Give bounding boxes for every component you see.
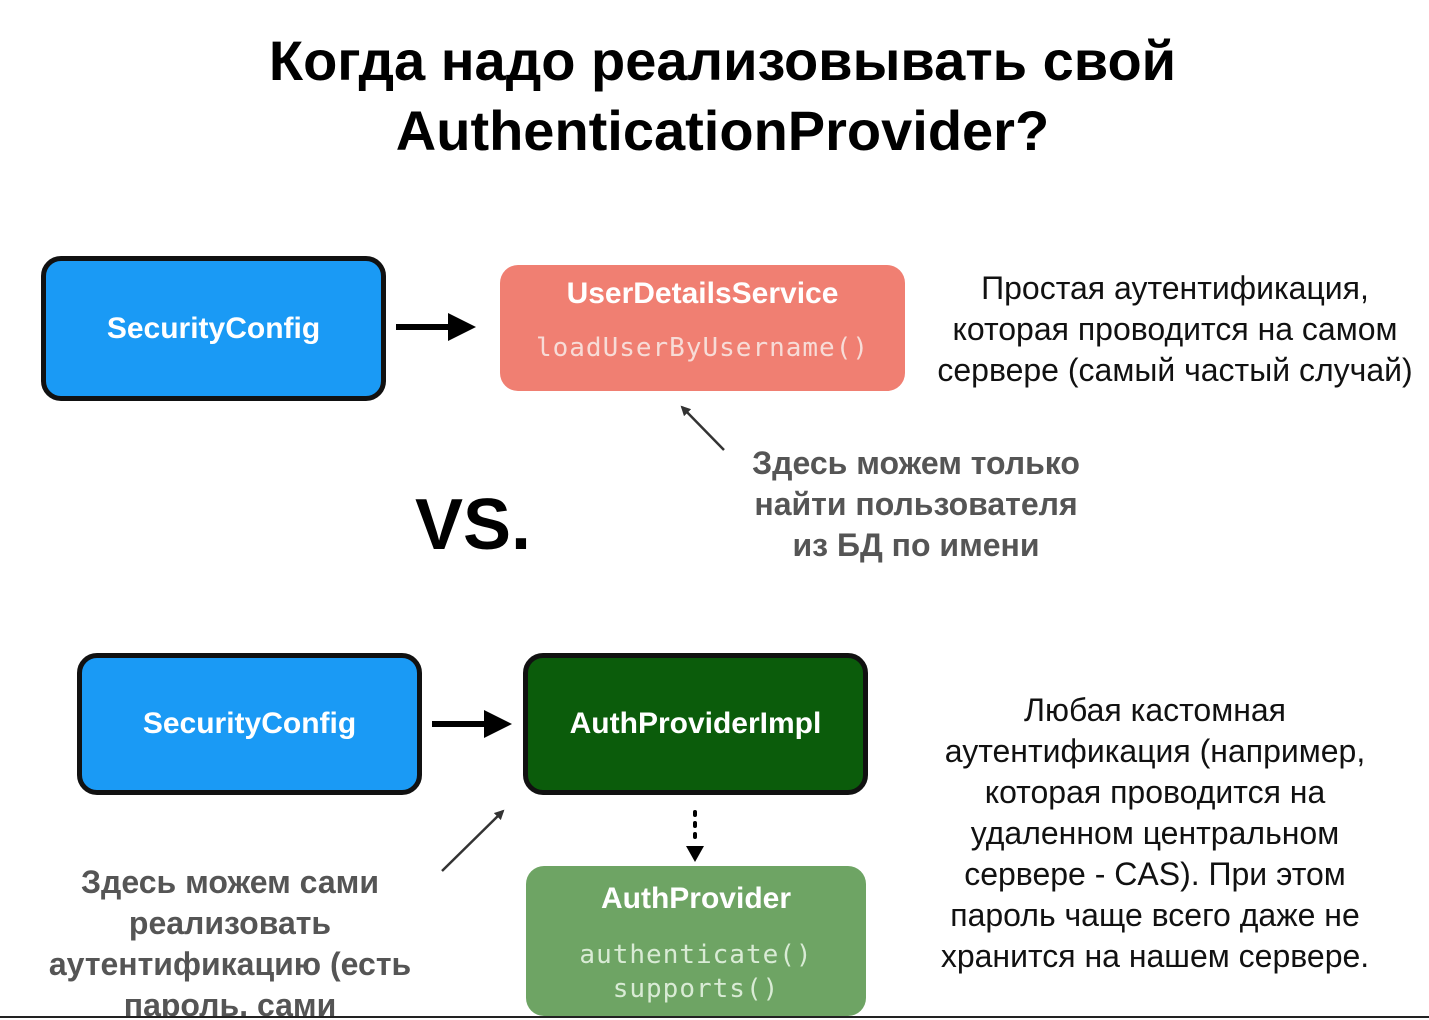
user-details-service-title: UserDetailsService [566,277,839,310]
bottom-note: Здесь можем сами реализовать аутентифика… [25,862,435,1016]
top-note-line: найти пользователя [754,486,1078,522]
vs-label: VS. [415,485,532,565]
bottom-note-line: пароль, сами [123,987,337,1016]
bottom-desc-line: Любая кастомная [1024,692,1286,728]
auth-provider-title: AuthProvider [600,882,792,915]
bottom-note-pointer [441,809,505,872]
top-note-pointer [680,405,725,451]
title-line-2: AuthenticationProvider? [395,99,1050,162]
user-details-service-box: UserDetailsService loadUserByUsername() [500,265,905,391]
bottom-desc-line: пароль чаще всего даже не [950,897,1360,933]
bottom-desc-line: удаленном центральном [970,815,1340,851]
bottom-arrow [432,710,512,738]
top-description: Простая аутентификация, которая проводит… [915,268,1429,391]
bottom-note-line: реализовать [128,905,332,941]
top-note: Здесь можем только найти пользователя из… [716,443,1116,566]
bottom-desc-line: которая проводится на [984,774,1326,810]
top-desc-line: сервере (самый частый случай) [937,352,1413,388]
top-desc-line: которая проводится на самом [952,311,1398,347]
load-user-method: loadUserByUsername() [535,333,870,363]
page-title: Когда надо реализовывать свой Authentica… [0,26,1429,166]
security-config-label: SecurityConfig [106,311,321,345]
security-config-label: SecurityConfig [142,707,357,740]
bottom-note-line: Здесь можем сами [81,864,379,900]
bottom-edge-divider [0,1016,1429,1018]
auth-provider-box: AuthProvider authenticate() supports() [526,866,866,1016]
top-arrow [396,313,476,341]
security-config-box-top: SecurityConfig [41,256,386,401]
bottom-description: Любая кастомная аутентификация (например… [905,690,1405,977]
title-line-1: Когда надо реализовывать свой [268,29,1177,92]
top-note-line: Здесь можем только [752,445,1080,481]
dotted-arrow [686,810,704,862]
top-note-line: из БД по имени [792,527,1040,563]
authenticate-method: authenticate() [579,940,813,970]
bottom-desc-line: хранится на нашем сервере. [940,938,1370,974]
security-config-box-bottom: SecurityConfig [77,653,422,795]
bottom-desc-line: сервере - CAS). При этом [964,856,1346,892]
bottom-note-line: аутентификацию (есть [48,946,412,982]
bottom-desc-line: аутентификация (например, [944,733,1366,769]
top-desc-line: Простая аутентификация, [981,270,1369,306]
auth-provider-impl-box: AuthProviderImpl [523,653,868,795]
auth-provider-impl-label: AuthProviderImpl [569,707,822,740]
supports-method: supports() [612,974,780,1004]
